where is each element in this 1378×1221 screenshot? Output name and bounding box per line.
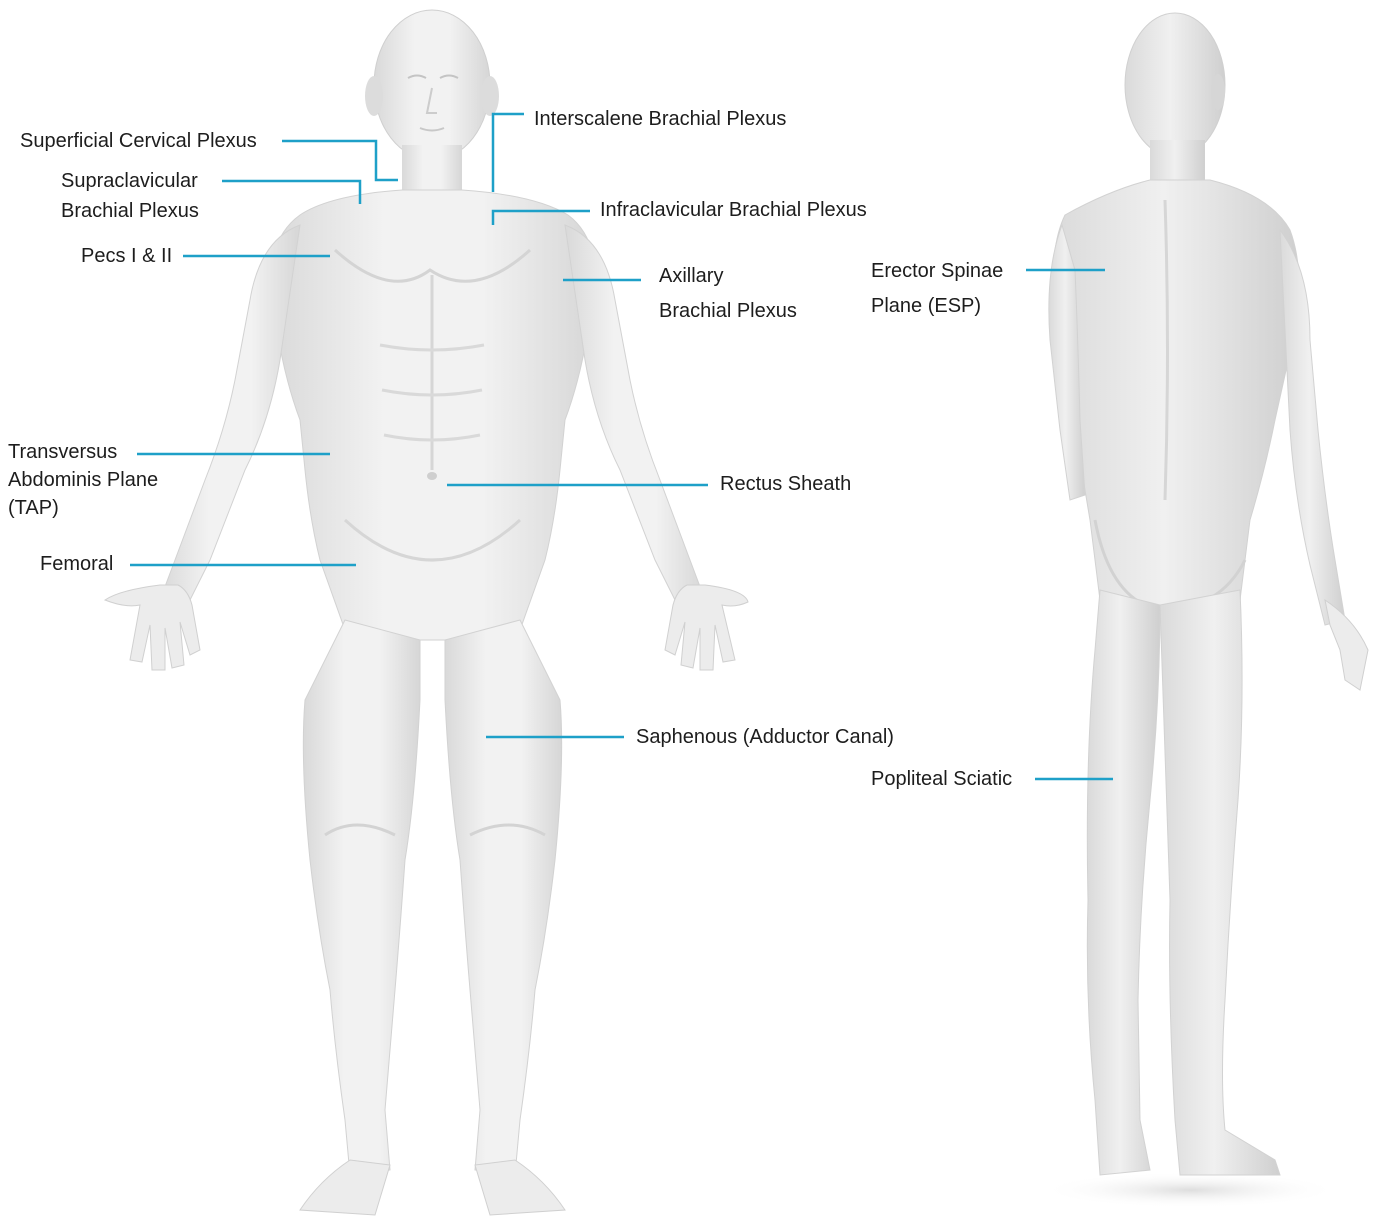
label-popliteal-sciatic: Popliteal Sciatic: [871, 764, 1012, 794]
label-pecs: Pecs I & II: [81, 241, 172, 271]
label-interscalene: Interscalene Brachial Plexus: [534, 104, 786, 134]
label-tap-line3: (TAP): [8, 493, 59, 523]
label-erector-line1: Erector Spinae: [871, 256, 1003, 286]
label-infraclavicular: Infraclavicular Brachial Plexus: [600, 195, 867, 225]
label-axillary-line1: Axillary: [659, 261, 723, 291]
label-femoral: Femoral: [40, 549, 113, 579]
leader-superficial-cervical: [282, 141, 398, 180]
label-tap-line2: Abdominis Plane: [8, 465, 158, 495]
label-tap-line1: Transversus: [8, 437, 117, 467]
label-rectus-sheath: Rectus Sheath: [720, 469, 851, 499]
leader-infraclavicular: [493, 211, 590, 225]
label-saphenous: Saphenous (Adductor Canal): [636, 722, 894, 752]
leader-interscalene: [493, 114, 524, 192]
label-superficial-cervical-plexus: Superficial Cervical Plexus: [20, 126, 257, 156]
label-supraclavicular-line1: Supraclavicular: [61, 166, 198, 196]
leader-supraclavicular: [222, 181, 360, 204]
label-axillary-line2: Brachial Plexus: [659, 296, 797, 326]
label-supraclavicular-line2: Brachial Plexus: [61, 196, 199, 226]
label-erector-line2: Plane (ESP): [871, 291, 981, 321]
